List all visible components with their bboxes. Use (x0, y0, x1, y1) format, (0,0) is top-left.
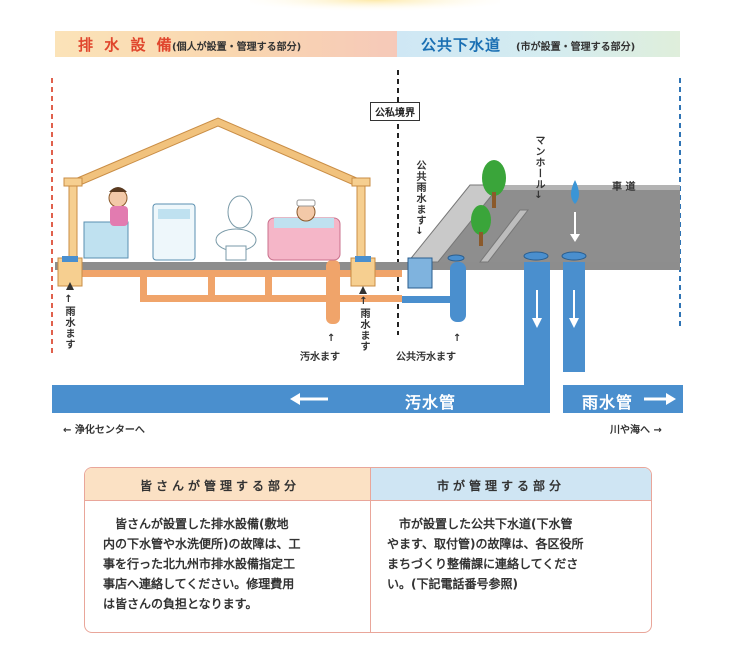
sewage-basin-label: 汚水ます (300, 352, 340, 363)
public-rain-basin-label: 公共雨水ます↓ (414, 160, 425, 238)
person-hair (109, 187, 127, 192)
rain-basin-left-arrow (66, 282, 74, 290)
public-section-title: 公共下水道 (421, 36, 502, 54)
public-section-subtitle: (市が設置・管理する部分) (516, 42, 636, 53)
rain-flow-arrowhead (666, 393, 676, 405)
washing-machine-lid (158, 209, 190, 219)
tree-top-1 (482, 160, 506, 196)
sewage-basin-arrow: ↑ (327, 333, 336, 344)
house-post-right (356, 183, 366, 263)
private-section-title: 排 水 設 備 (78, 36, 175, 54)
public-sewage-basin-label: 公共汚水ます (396, 352, 456, 363)
private-header-text: 皆さんが管理する部分 (140, 479, 301, 493)
sink-counter (83, 221, 129, 259)
private-header-cell (85, 468, 371, 501)
private-pipe-drop-1 (140, 270, 147, 302)
public-sewage-basin-cover (447, 254, 465, 262)
rain-drop-arrowhead (570, 234, 580, 242)
manhole-cover (523, 251, 549, 261)
road-inlet-cover (561, 251, 587, 261)
public-description-line: い。(下記電話番号参照) (387, 577, 518, 591)
toilet-tank (227, 195, 253, 229)
public-section-header (397, 31, 680, 57)
sewage-flow-arrowhead (290, 393, 300, 405)
rain-pipe-label: 雨水管 (582, 393, 634, 412)
private-section-subtitle: (個人が設置・管理する部分) (172, 42, 302, 53)
private-description-line: は皆さんの負担となります。 (103, 597, 258, 611)
to-river-sea-label: 川や海へ → (610, 425, 662, 436)
connection-pipe (402, 296, 452, 303)
public-private-boundary-label: 公私境界 (370, 102, 420, 121)
rain-basin-mid-label: ↑雨水ます (358, 296, 369, 352)
private-section-header (55, 31, 397, 57)
sewage-pipe-label: 汚水管 (405, 393, 457, 412)
rain-basin-left-cover (62, 256, 78, 262)
bather-towel (296, 199, 316, 207)
toilet-base (225, 245, 247, 261)
private-pipe-drop-2 (208, 270, 215, 302)
rain-flow-arrowhead (569, 318, 579, 328)
public-sewage-basin-pipe (450, 262, 466, 322)
private-sewage-basin-pipe (326, 260, 340, 324)
private-description-line: 皆さんが設置した排水設備(敷地 (103, 517, 289, 531)
private-pipe-drop-3 (265, 270, 272, 302)
tree-trunk-2 (479, 232, 483, 246)
public-description-line: やます、取付管)の故障は、各区役所 (387, 537, 584, 551)
house-post-cap-right (351, 177, 371, 187)
tree-top-2 (471, 205, 491, 235)
gutter (478, 209, 530, 263)
top-glow (250, 0, 500, 20)
bathtub-water (274, 218, 334, 228)
rain-basin-mid-arrow (359, 286, 367, 294)
rain-basin-left (57, 257, 83, 287)
public-header-text: 市が管理する部分 (437, 479, 566, 493)
responsibility-table: 皆さんが管理する部分 市が管理する部分 皆さんが設置した排水設備(敷地 内の下水… (84, 467, 652, 633)
manhole-label: マンホール↓ (533, 135, 544, 202)
private-description-line: 事店へ連絡してください。修理費用 (103, 577, 295, 591)
private-description-line: 内の下水管や水洗便所)の故障は、工 (103, 537, 301, 551)
rain-drop-icon (571, 180, 579, 204)
house-roof (66, 117, 368, 187)
rain-basin-mid-cover (355, 256, 371, 262)
manhole-flow-arrowhead (532, 318, 542, 328)
rain-basin-left-label: ↑雨水ます (63, 294, 74, 350)
rain-basin-mid (350, 257, 376, 287)
person-body (110, 206, 128, 226)
house-post-left (68, 183, 78, 263)
private-description-line: 事を行った北九州市排水設備指定工 (103, 557, 296, 571)
public-rain-basin (407, 257, 433, 289)
road-label: 車 道 (612, 182, 636, 193)
public-description: 市が設置した公共下水道(下水管 やます、取付管)の故障は、各区役所 まちづくり整… (387, 514, 584, 594)
to-purification-center-label: ← 浄化センターへ (63, 425, 145, 436)
public-sewage-basin-arrow: ↑ (453, 333, 462, 344)
public-description-line: 市が設置した公共下水道(下水管 (387, 517, 573, 531)
private-description: 皆さんが設置した排水設備(敷地 内の下水管や水洗便所)の故障は、工 事を行った北… (103, 514, 301, 614)
private-pipe-upper (82, 270, 402, 277)
table-column-divider (370, 468, 371, 632)
public-description-line: まちづくり整備課に連絡してくださ (387, 557, 579, 571)
public-header-cell (371, 468, 651, 501)
tree-trunk-1 (492, 192, 496, 208)
house-post-cap-left (63, 177, 83, 187)
